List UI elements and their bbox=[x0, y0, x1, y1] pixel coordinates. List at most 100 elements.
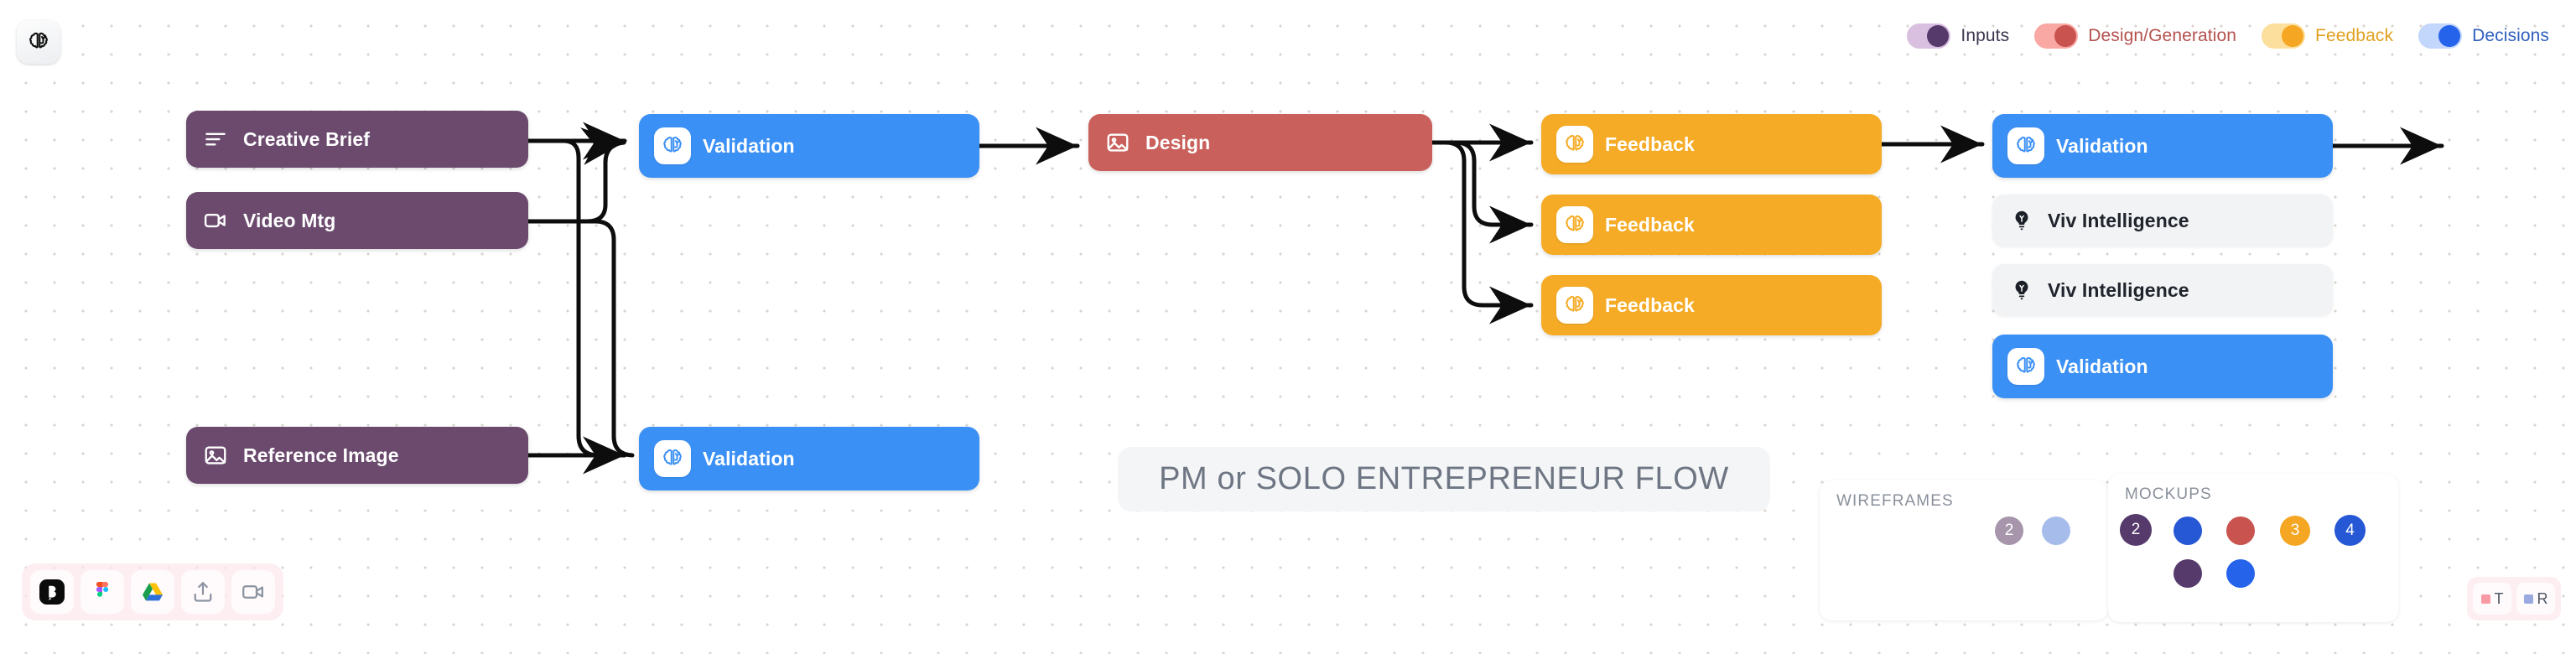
flow-node-label: Viv Intelligence bbox=[2048, 278, 2189, 301]
flow-node-label: Validation bbox=[2056, 134, 2148, 157]
flow-node-label: Validation bbox=[2056, 355, 2148, 377]
mini-node[interactable] bbox=[2174, 516, 2202, 545]
list-icon-wrapper bbox=[201, 125, 230, 153]
flow-node-feedback[interactable]: Feedback bbox=[1541, 114, 1882, 174]
flow-node-validation[interactable]: Validation bbox=[639, 427, 979, 490]
mini-panel-title: WIREFRAMES bbox=[1836, 492, 1954, 510]
flow-node-video-mtg[interactable]: Video Mtg bbox=[186, 192, 528, 249]
mini-node[interactable]: 4 bbox=[2334, 515, 2366, 546]
image-icon bbox=[1107, 133, 1129, 152]
mini-node-label: 2 bbox=[2131, 521, 2141, 538]
flow-node-label: Creative Brief bbox=[243, 127, 370, 150]
brain-icon-wrapper bbox=[2007, 348, 2044, 385]
google-drive-button[interactable] bbox=[131, 570, 174, 614]
mini-node-label: 4 bbox=[2345, 521, 2355, 539]
flow-node-label: Feedback bbox=[1605, 132, 1695, 155]
flow-node-validation[interactable]: Validation bbox=[1992, 335, 2333, 398]
mini-node[interactable]: 2 bbox=[1995, 516, 2023, 545]
mini-node[interactable]: 2 bbox=[2120, 514, 2152, 546]
brain-icon bbox=[1566, 135, 1584, 151]
flow-node-feedback[interactable]: Feedback bbox=[1541, 195, 1882, 255]
figma-logo-button[interactable] bbox=[80, 570, 124, 614]
brain-icon bbox=[663, 137, 682, 153]
chip-label: T bbox=[2494, 589, 2504, 607]
lightbulb-icon-wrapper bbox=[2007, 206, 2036, 235]
flow-node-validation[interactable]: Validation bbox=[1992, 114, 2333, 178]
brain-icon-wrapper bbox=[1556, 206, 1593, 243]
google-drive-icon bbox=[143, 583, 163, 601]
flow-node-label: Viv Intelligence bbox=[2048, 209, 2189, 231]
legend-label: Decisions bbox=[2472, 26, 2549, 45]
chip-color-square bbox=[2523, 594, 2533, 604]
flow-node-label: Video Mtg bbox=[243, 209, 336, 231]
brain-icon-wrapper bbox=[654, 440, 691, 477]
flow-node-design[interactable]: Design bbox=[1088, 114, 1432, 171]
lightbulb-icon bbox=[2015, 280, 2028, 300]
flow-node-viv-intelligence[interactable]: Viv Intelligence bbox=[1992, 264, 2333, 316]
flow-node-creative-brief[interactable]: Creative Brief bbox=[186, 111, 528, 168]
legend-label: Design/Generation bbox=[2088, 26, 2237, 45]
brain-icon bbox=[663, 449, 682, 465]
flow-node-label: Validation bbox=[703, 447, 795, 470]
flow-node-label: Reference Image bbox=[243, 444, 399, 466]
brain-icon bbox=[1566, 215, 1584, 231]
video-camera-button[interactable] bbox=[231, 570, 275, 614]
mini-node-label: 2 bbox=[2004, 522, 2014, 539]
brain-icon-wrapper bbox=[2007, 127, 2044, 164]
legend-swatch bbox=[2034, 23, 2079, 49]
legend-item-decisions[interactable]: Decisions bbox=[2418, 23, 2549, 49]
legend-item-feedback[interactable]: Feedback bbox=[2262, 23, 2393, 49]
bezi-logo-button[interactable] bbox=[30, 570, 74, 614]
legend-swatch bbox=[1907, 23, 1951, 49]
flow-node-feedback[interactable]: Feedback bbox=[1541, 275, 1882, 335]
flow-node-label: Feedback bbox=[1605, 213, 1695, 236]
mini-node[interactable] bbox=[2226, 559, 2255, 588]
chip-color-square bbox=[2480, 594, 2490, 604]
lightbulb-icon-wrapper bbox=[2007, 276, 2036, 304]
flow-node-reference-image[interactable]: Reference Image bbox=[186, 427, 528, 484]
mini-node[interactable] bbox=[2042, 516, 2070, 545]
video-icon-wrapper bbox=[201, 206, 230, 235]
brain-icon-wrapper bbox=[654, 127, 691, 164]
app-logo[interactable] bbox=[17, 20, 60, 64]
legend-swatch bbox=[2418, 23, 2463, 49]
mini-node[interactable]: 3 bbox=[2280, 516, 2310, 546]
flow-node-validation[interactable]: Validation bbox=[639, 114, 979, 178]
upload-icon bbox=[194, 582, 212, 602]
flow-group-title: PM or SOLO ENTREPRENEUR FLOW bbox=[1118, 447, 1770, 511]
flow-node-viv-intelligence[interactable]: Viv Intelligence bbox=[1992, 195, 2333, 247]
legend-swatch bbox=[2262, 23, 2306, 49]
lightbulb-icon bbox=[2015, 210, 2028, 231]
legend-label: Inputs bbox=[1961, 26, 2010, 45]
bezi-logo-icon bbox=[39, 579, 65, 605]
mini-panel-mockups[interactable]: MOCKUPS bbox=[2108, 474, 2398, 622]
corner-chip-r[interactable]: R bbox=[2516, 583, 2555, 615]
legend-label: Feedback bbox=[2315, 26, 2394, 45]
chip-label: R bbox=[2537, 589, 2548, 607]
brain-icon-wrapper bbox=[1556, 126, 1593, 163]
mini-panel-wireframes[interactable]: WIREFRAMES bbox=[1820, 480, 2108, 620]
integrations-toolbar[interactable] bbox=[22, 563, 283, 620]
legend-item-inputs[interactable]: Inputs bbox=[1907, 23, 2009, 49]
mini-node[interactable] bbox=[2226, 516, 2255, 545]
corner-chip-t[interactable]: T bbox=[2473, 583, 2511, 615]
video-icon bbox=[204, 213, 226, 228]
image-icon bbox=[205, 446, 226, 465]
mini-node-label: 3 bbox=[2290, 522, 2300, 539]
upload-button[interactable] bbox=[181, 570, 225, 614]
legend: Inputs Design/Generation Feedback Decisions bbox=[1907, 23, 2549, 49]
flow-node-label: Validation bbox=[703, 134, 795, 157]
figma-logo-icon bbox=[96, 582, 109, 597]
mini-node[interactable] bbox=[2174, 559, 2202, 588]
brain-icon bbox=[2017, 137, 2035, 153]
list-icon bbox=[205, 132, 226, 146]
legend-item-design-generation[interactable]: Design/Generation bbox=[2034, 23, 2236, 49]
flow-node-label: Feedback bbox=[1605, 293, 1695, 316]
flow-group-title-text: PM or SOLO ENTREPRENEUR FLOW bbox=[1159, 461, 1729, 496]
video-camera-icon bbox=[242, 585, 263, 599]
mini-panel-title: MOCKUPS bbox=[2125, 485, 2212, 503]
image-icon-wrapper bbox=[1104, 128, 1132, 157]
image-icon-wrapper bbox=[201, 441, 230, 470]
